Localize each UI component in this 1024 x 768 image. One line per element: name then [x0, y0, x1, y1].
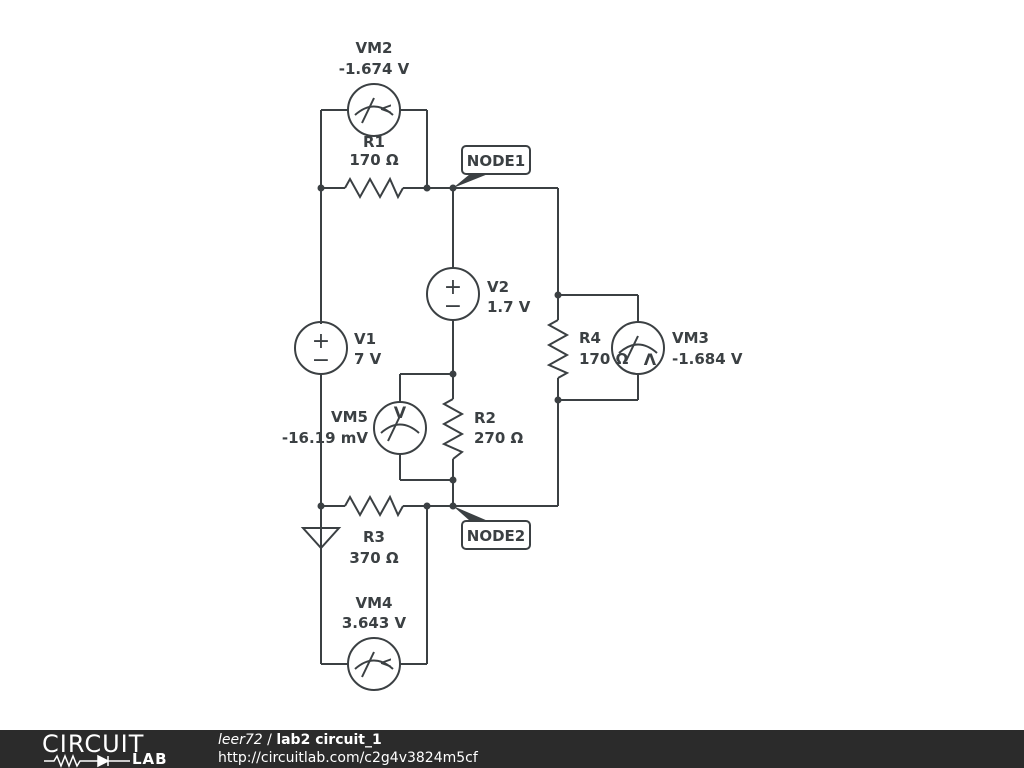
resistor-r2 [441, 398, 465, 460]
junction-dot [423, 502, 431, 510]
circuit-title[interactable]: lab2 circuit_1 [276, 732, 382, 748]
v1-value: 7 V [354, 350, 382, 368]
vm5-symbol: V [394, 403, 407, 422]
voltmeter-vm3-icon [611, 321, 665, 375]
logo-circuit-text: CIRCUIT [42, 730, 145, 758]
junction-dot [554, 396, 562, 404]
voltage-source-v1 [294, 321, 348, 375]
v1-name: V1 [354, 330, 376, 348]
vm4-symbol: < [379, 653, 392, 672]
circuitlab-logo[interactable]: CIRCUIT LAB [42, 732, 182, 768]
node2-label: NODE2 [467, 527, 525, 545]
node2-tag-box [461, 520, 531, 550]
v1-plus-symbol: + [312, 329, 330, 354]
r2-value: 270 Ω [474, 429, 524, 447]
junction-dot [317, 184, 325, 192]
junction-dot [554, 291, 562, 299]
logo-resistor-diode-icon [44, 754, 130, 768]
r1-value: 170 Ω [349, 151, 399, 169]
circuit-title-line: leer72 / lab2 circuit_1 [218, 731, 478, 749]
vm3-name: VM3 [672, 329, 709, 347]
vm5-value: -16.19 mV [282, 429, 369, 447]
r4-value: 170 Ω [579, 350, 629, 368]
title-separator: / [262, 732, 277, 748]
junction-dot [423, 184, 431, 192]
v2-minus-symbol: − [444, 294, 462, 319]
node1-pointer [453, 174, 488, 188]
junction-dot [449, 184, 457, 192]
vm2-name: VM2 [356, 39, 393, 57]
r4-name: R4 [579, 329, 601, 347]
v2-plus-symbol: + [444, 275, 462, 300]
resistor-r1 [344, 176, 404, 200]
vm3-symbol: Λ [644, 350, 657, 369]
voltage-source-v2 [426, 267, 480, 321]
vm2-value: -1.674 V [339, 60, 410, 78]
resistor-r3 [344, 494, 404, 518]
junction-dot [449, 370, 457, 378]
r3-value: 370 Ω [349, 549, 399, 567]
vm2-symbol: < [379, 99, 392, 118]
vm4-name: VM4 [356, 594, 393, 612]
junction-dot [449, 476, 457, 484]
voltmeter-vm2-icon [347, 83, 401, 137]
logo-lab-text: LAB [132, 750, 168, 768]
r1-name: R1 [363, 133, 385, 151]
r3-name: R3 [363, 528, 385, 546]
v2-name: V2 [487, 278, 509, 296]
author-link[interactable]: leer72 [218, 732, 263, 748]
ground-icon [300, 527, 342, 550]
node1-label: NODE1 [467, 152, 525, 170]
node1-tag-box [461, 145, 531, 175]
vm3-value: -1.684 V [672, 350, 743, 368]
v2-value: 1.7 V [487, 298, 531, 316]
circuit-meta: leer72 / lab2 circuit_1 http://circuitla… [218, 731, 478, 767]
vm5-name: VM5 [331, 408, 368, 426]
r2-name: R2 [474, 409, 496, 427]
voltmeter-vm5-icon [373, 401, 427, 455]
voltmeter-vm4-icon [347, 637, 401, 691]
circuit-url[interactable]: http://circuitlab.com/c2g4v3824m5cf [218, 750, 478, 766]
circuit-schematic: + − + − < Λ V < VM2 -1.674 V R1 170 Ω V2… [282, 39, 743, 691]
node2-pointer [453, 506, 488, 521]
resistor-r4 [546, 319, 570, 379]
footer-bar: CIRCUIT LAB leer72 / lab2 circuit_1 http… [0, 730, 1024, 768]
junction-dot [449, 502, 457, 510]
vm4-value: 3.643 V [342, 614, 407, 632]
junction-dot [317, 502, 325, 510]
v1-minus-symbol: − [312, 348, 330, 373]
